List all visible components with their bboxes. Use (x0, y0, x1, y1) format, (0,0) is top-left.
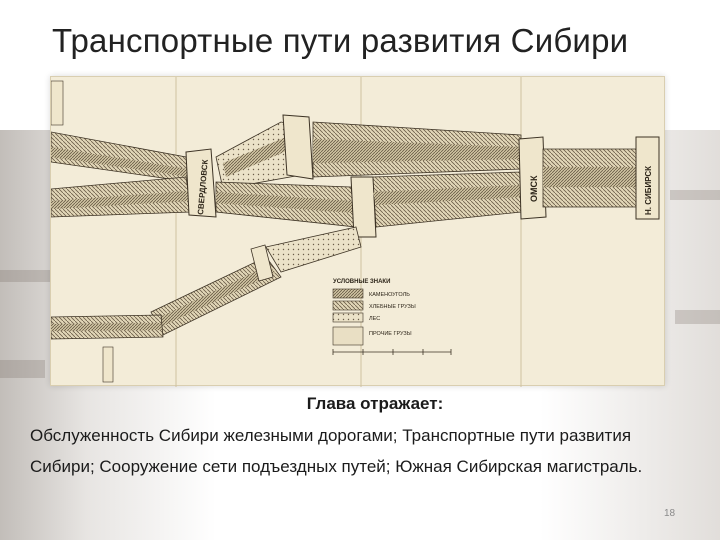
legend-title: УСЛОВНЫЕ ЗНАКИ (333, 279, 390, 285)
legend-item-timber: ЛЕС (369, 316, 380, 322)
map-drawing: СВЕРДЛОВСК ОМСК Н. СИБИРСК УСЛОВНЫЕ ЗНАК… (51, 77, 666, 387)
legend-swatch-coal (333, 289, 363, 298)
legend-item-grain: ХЛЕБНЫЕ ГРУЗЫ (369, 304, 416, 310)
legend-swatch-timber (333, 313, 363, 322)
station-label-n-sibirsk: Н. СИБИРСК (644, 166, 653, 215)
legend-swatch-grain (333, 301, 363, 310)
legend-item-other: ПРОЧИЕ ГРУЗЫ (369, 331, 412, 337)
chapter-heading: Глава отражает: (0, 394, 720, 414)
map-legend: УСЛОВНЫЕ ЗНАКИ КАМЕНОУГОЛЬ ХЛЕБНЫЕ ГРУЗЫ… (333, 279, 451, 355)
station-label-omsk: ОМСК (529, 175, 539, 202)
legend-item-coal: КАМЕНОУГОЛЬ (369, 292, 410, 298)
freight-flow-map: СВЕРДЛОВСК ОМСК Н. СИБИРСК УСЛОВНЫЕ ЗНАК… (50, 76, 665, 386)
legend-swatch-other (333, 327, 363, 345)
chapter-body: Обслуженность Сибири железными дорогами;… (30, 420, 680, 482)
page-number: 18 (664, 508, 675, 519)
slide-title: Транспортные пути развития Сибири (52, 22, 628, 60)
